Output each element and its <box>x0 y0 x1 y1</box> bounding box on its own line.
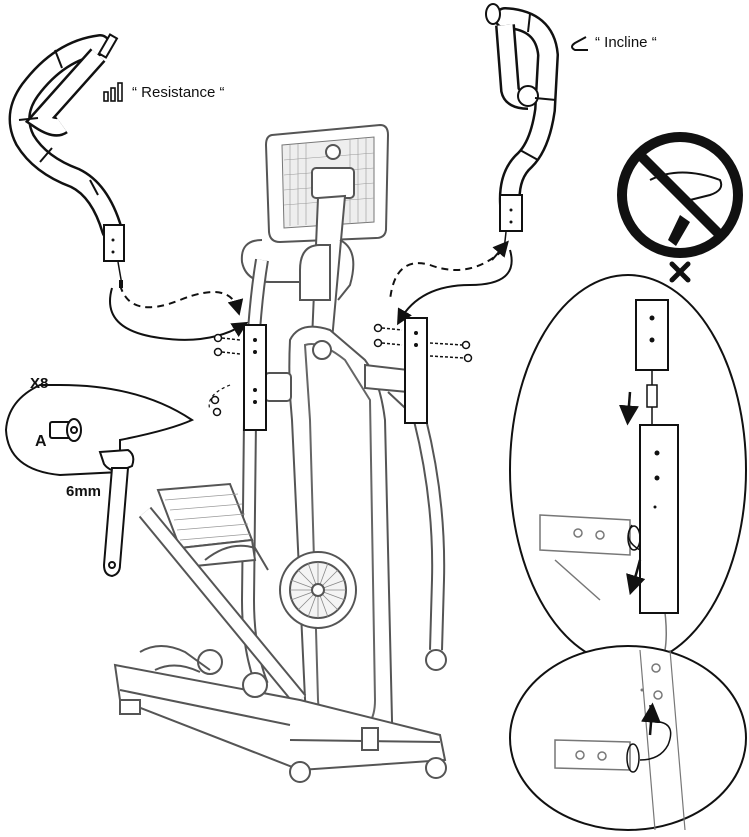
left-handlebar <box>19 34 124 288</box>
part-letter-label: A <box>35 433 47 451</box>
hardware-callout <box>6 385 192 475</box>
flywheel <box>280 552 356 628</box>
bolt-a <box>50 419 81 441</box>
resistance-bars-icon <box>104 83 122 101</box>
x-mark-icon <box>672 264 688 280</box>
left-mount-bracket <box>244 325 266 430</box>
resistance-label: “ Resistance “ <box>132 84 225 101</box>
tool-size-label: 6mm <box>66 483 101 500</box>
incline-hook-icon <box>572 37 588 50</box>
right-mount-bracket <box>405 318 427 423</box>
detail-view-tuck-cable <box>510 646 746 830</box>
no-symbol-icon <box>622 137 738 253</box>
incline-label: “ Incline “ <box>595 34 657 51</box>
right-handlebar <box>486 4 556 250</box>
quantity-label: X8 <box>30 375 48 392</box>
detail-view-connection <box>510 275 746 665</box>
elliptical-machine <box>115 125 446 782</box>
